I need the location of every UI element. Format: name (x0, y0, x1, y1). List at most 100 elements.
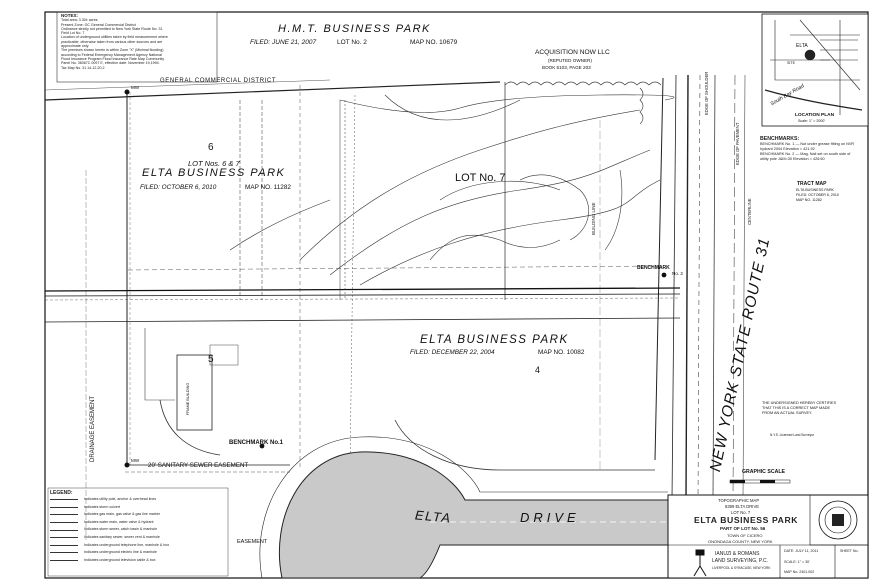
tb-sheet: SHEET No. (840, 549, 859, 553)
legend-item: Indicates underground telephone line, ma… (50, 542, 225, 550)
district-line (44, 81, 501, 101)
tract-title: TRACT MAP (797, 181, 827, 187)
elta-upper-map: MAP NO. 11282 (245, 184, 291, 191)
utility-easement-line (44, 287, 681, 292)
route-31-roadway (671, 74, 746, 501)
tb-map-no: MAP No. 2401.002 (784, 570, 815, 574)
legend-item: Indicates underground electric line & ma… (50, 549, 225, 557)
note-line: Panel No. 36067C 0097 E, effective date:… (61, 61, 160, 66)
legend-symbol (50, 560, 78, 562)
hmt-map: MAP NO. 10679 (410, 39, 458, 46)
tb-firm1: IANUZI & ROMANS (715, 551, 760, 557)
legend-symbol (50, 537, 78, 539)
sewer-easement-label: 20' SANITARY SEWER EASEMENT (148, 462, 249, 469)
building-line-label: BUILDING LINE (591, 202, 596, 235)
note-line: Total area: 3.30± acres (61, 18, 98, 23)
location-plan-title: LOCATION PLAN (795, 113, 835, 118)
elta-drive-label-drive: DRIVE (520, 510, 580, 525)
tract-line3: MAP NO. 11282 (796, 198, 822, 202)
mw-marker (124, 462, 130, 468)
tb-date: DATE: JULY 11, 2011 (784, 549, 819, 553)
tract-line1: ELTA BUSINESS PARK (796, 188, 834, 192)
frame-building (176, 354, 213, 431)
district-label: GENERAL COMMERCIAL DISTRICT (160, 78, 277, 84)
legend-symbol (50, 499, 78, 501)
elta-upper-filed: FILED: OCTOBER 6, 2010 (140, 184, 217, 191)
note-line: Present Zone: GC General Commercial Dist… (61, 22, 136, 27)
benchmark-1-label: BENCHMARK No.1 (229, 440, 283, 446)
benchmark-1-desc: BENCHMARK No. 1 — Nut under grease fitti… (760, 142, 855, 151)
benchmarks-block: BENCHMARKS: BENCHMARK No. 1 — Nut under … (760, 136, 860, 162)
certify-line1: THE UNDERSIGNED HEREBY CERTIFIES (762, 401, 837, 405)
tree-line (504, 81, 662, 125)
mw-label-bottom: MW (131, 458, 140, 463)
note-line: practicable; otherwise taken from variou… (61, 39, 163, 44)
lot-6-number: 6 (208, 142, 214, 153)
tb-county: ONONDAGA COUNTY, NEW YORK (708, 539, 773, 544)
graphic-scale (729, 479, 791, 484)
tb-address: 8399 ELTA DRIVE (725, 504, 760, 509)
elta-upper-title: ELTA BUSINESS PARK (142, 167, 286, 179)
title-block-frame (667, 494, 869, 579)
certify-line3: FROM AN ACTUAL SURVEY. (762, 411, 813, 415)
elta-drive-cul-de-sac (278, 451, 669, 579)
lot-line-east (654, 77, 664, 461)
note-line: The premises shown herein is within Zone… (61, 48, 164, 53)
benchmark-2-desc: BENCHMARK No. 2 — Mag. Nail set on south… (760, 152, 851, 161)
hmt-title: H.M.T. BUSINESS PARK (278, 23, 431, 35)
tb-firm2: LAND SURVEYING, P.C. (712, 558, 768, 564)
mw-marker (124, 89, 130, 95)
note-line: according to Federal Emergency Managemen… (61, 52, 162, 57)
edge-shoulder-label: EDGE OF SHOULDER (704, 71, 709, 115)
legend-item: Indicates water main, water valve & hydr… (50, 519, 225, 527)
easement-label: EASEMENT (237, 539, 268, 545)
legend-item: Indicates storm sewer, catch basin & man… (50, 526, 225, 534)
tripod-logo (693, 549, 707, 577)
lots-6-7-label: LOT Nos. 6 & 7 (188, 159, 240, 168)
location-plan-map (764, 19, 863, 115)
tb-scale: SCALE: 1" = 30' (784, 560, 810, 564)
lot-7-label: LOT No. 7 (455, 172, 506, 184)
benchmark-2-number: No. 2 (672, 271, 683, 276)
mw-label-top: MW (131, 85, 140, 90)
tb-topo: TOPOGRAPHIC MAP (718, 498, 760, 503)
legend-item: Indicates sanitary sewer, sewer vent & m… (50, 534, 225, 542)
location-plan-elta: ELTA (796, 43, 808, 49)
lot-5-number: 5 (208, 354, 214, 365)
legend-symbol (50, 552, 78, 554)
legend-item: Indicates utility pole, anchor & overhea… (50, 496, 225, 504)
location-plan-frame (761, 13, 869, 127)
lot-4-number: 4 (535, 365, 541, 375)
edge-pavement-label: EDGE OF PAVEMENT (735, 122, 740, 165)
benchmark-2-marker (661, 272, 667, 278)
acq-book: BOOK 5103, PAGE 203 (542, 65, 591, 70)
note-line: Tax Map No. 31.14-12-20.2 (61, 65, 105, 70)
tb-part: PART OF LOT No. 56 (720, 526, 766, 531)
note-line: approximate only. (61, 44, 90, 49)
acq-owner: ACQUISITION NOW LLC (535, 49, 610, 56)
benchmarks-title: BENCHMARKS: (760, 136, 800, 142)
hmt-lot: LOT No. 2 (337, 39, 367, 46)
certify-sign: N.Y.S. Licensed Land Surveyor (770, 433, 815, 437)
note-line: Location of underground utilities taken … (61, 35, 168, 40)
legend-item: Indicates underground television cable &… (50, 557, 225, 565)
benchmark-1-marker (259, 443, 265, 449)
location-plan-scale: Scale: 1" = 2000' (798, 119, 826, 123)
sheet-border (44, 11, 869, 579)
legend-box (47, 487, 229, 577)
tb-project: ELTA BUSINESS PARK (694, 515, 799, 525)
centerline-label: CENTERLINE (747, 198, 752, 225)
graphic-scale-label: GRAPHIC SCALE (742, 469, 785, 475)
legend-block: LEGEND: Indicates utility pole, anchor &… (50, 490, 225, 564)
tb-firm3: LIVERPOOL & SYRACUSE, NEW YORK (712, 566, 771, 570)
tb-town: TOWN OF CICERO (727, 533, 763, 538)
tb-lot: LOT No. 7 (731, 510, 751, 515)
legend-symbol (50, 506, 78, 508)
drainage-easement-label: DRAINAGE EASEMENT (90, 395, 96, 462)
elta-mid-map: MAP NO. 10082 (538, 349, 585, 356)
legend-symbol (50, 529, 78, 531)
legend-header: LEGEND: (50, 490, 73, 496)
elta-mid-title: ELTA BUSINESS PARK (420, 334, 569, 346)
location-plan-site: SITE (787, 61, 795, 65)
